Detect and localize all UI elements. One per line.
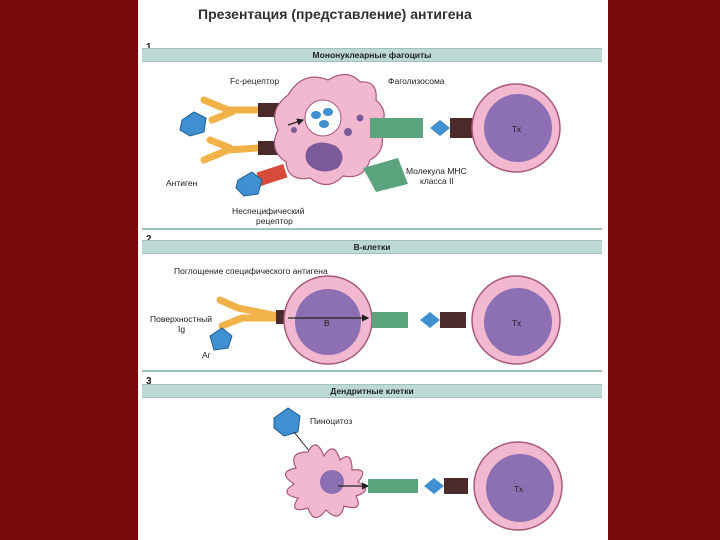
tcr-2: [440, 312, 466, 328]
label-tx-2: Тх: [512, 318, 522, 328]
mhc-b: [372, 312, 408, 328]
label-nonspecific-2: рецептор: [256, 216, 293, 226]
t-cell-3-nucleus: [486, 454, 554, 522]
slide: Презентация (представление) антигена 1 М…: [138, 0, 608, 540]
label-mhc-1: Молекула МНС: [406, 166, 467, 176]
panel-1-header: Мононуклеарные фагоциты: [142, 48, 602, 62]
phagocyte-group: [179, 73, 561, 197]
tcr-3: [444, 478, 468, 494]
slide-title: Презентация (представление) антигена: [198, 6, 472, 22]
panel-2-header-label: В-клетки: [353, 242, 391, 252]
label-tx-1: Тх: [512, 124, 522, 134]
b-antigen: [209, 327, 233, 351]
dendritic-antigen: [273, 407, 301, 437]
mhc-molecule-bottom: [363, 158, 408, 192]
b-cell-nucleus: [295, 289, 361, 355]
nonspecific-receptor: [256, 164, 288, 186]
t-cell-1-nucleus: [484, 94, 552, 162]
label-surface-ig-1: Поверхностный: [150, 314, 212, 324]
label-nonspecific-1: Неспецифический: [232, 206, 305, 216]
panel-3-number: 3: [146, 376, 152, 387]
panel-2-number: 2: [146, 234, 152, 245]
label-mhc-2: класса II: [420, 176, 454, 186]
t-cell-2-nucleus: [484, 288, 552, 356]
b-cell-group: [209, 275, 561, 365]
presented-antigen-1: [430, 120, 450, 136]
antibody-shape-top: [200, 96, 262, 124]
phagocyte-nucleus: [305, 142, 343, 172]
dendritic-nucleus: [320, 470, 344, 494]
label-ag: Аг: [202, 350, 211, 360]
label-phagolysosome: Фаголизосома: [388, 76, 445, 86]
label-uptake: Поглощение специфического антигена: [174, 266, 328, 276]
antibody-shape-bottom: [200, 136, 262, 164]
phagolysosome: [304, 99, 342, 137]
panel-3-header-label: Дендритные клетки: [330, 386, 414, 396]
diagram-drawing: [179, 73, 563, 531]
presented-antigen-3: [424, 478, 444, 494]
mhc-dendritic: [368, 479, 418, 493]
panel-separator-1: [142, 228, 602, 230]
label-tx-3: Тх: [514, 484, 524, 494]
nonspecific-antigen: [235, 171, 263, 197]
ig-anchor: [276, 310, 286, 324]
label-antigen: Антиген: [166, 178, 198, 188]
mhc-molecule-top: [370, 118, 423, 138]
antigen-shape: [179, 111, 207, 137]
label-fc-receptor: Fc-рецептор: [230, 76, 280, 86]
panel-1-header-label: Мононуклеарные фагоциты: [312, 50, 432, 60]
tcr-1: [450, 118, 474, 138]
surface-ig-antibody: [216, 296, 282, 330]
presented-antigen-2: [420, 312, 440, 328]
panel-1-number: 1: [146, 42, 152, 53]
label-b: В: [324, 318, 330, 328]
label-pinocytosis: Пиноцитоз: [310, 416, 353, 426]
panel-2-header: В-клетки: [142, 240, 602, 254]
label-surface-ig-2: Ig: [178, 324, 186, 334]
panel-separator-2: [142, 370, 602, 372]
dendritic-group: [273, 407, 563, 531]
panel-3-header: Дендритные клетки: [142, 384, 602, 398]
